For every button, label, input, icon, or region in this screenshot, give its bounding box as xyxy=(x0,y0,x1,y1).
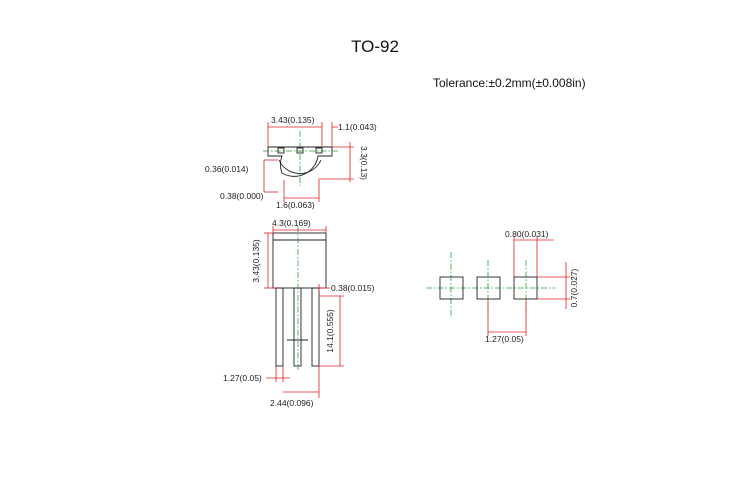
front-span-label: 2.44(0.096) xyxy=(270,398,314,408)
front-lead-3 xyxy=(311,287,320,367)
front-lead-length-label: 14.1(0.555) xyxy=(325,309,335,353)
footprint-pad-1 xyxy=(439,276,464,300)
top-flat-label: 1.1(0.043) xyxy=(338,122,377,132)
front-view: 4.3(0.169) 3.43(0.135) 0.38(0.015) 14.1(… xyxy=(223,218,375,408)
front-lead-2 xyxy=(293,287,302,367)
front-lead-1 xyxy=(275,287,284,367)
front-body xyxy=(272,232,327,289)
footprint-pitch-label: 1.27(0.05) xyxy=(485,334,524,344)
top-pitch-label: 1.6(0.063) xyxy=(276,200,315,210)
front-width-label: 4.3(0.169) xyxy=(272,218,311,228)
front-pitch-label: 1.27(0.05) xyxy=(223,373,262,383)
top-pin-3 xyxy=(315,147,323,154)
footprint-pad-2 xyxy=(476,276,501,300)
top-height-label: 3.3(0.13) xyxy=(359,146,369,180)
front-lead-width-label: 0.38(0.015) xyxy=(331,283,375,293)
tolerance-note: Tolerance:±0.2mm(±0.008in) xyxy=(433,76,586,90)
footprint-pad-height-label: 0.7(0.027) xyxy=(569,268,579,307)
footprint-pad-3 xyxy=(513,276,538,300)
footprint-pad-width-label: 0.80(0.031) xyxy=(505,229,549,239)
top-view: 3.43(0.135) 1.1(0.043) 3.3(0.13) 0.36(0.… xyxy=(205,115,377,210)
top-offset-label: 0.38(0.000) xyxy=(220,191,264,201)
top-width-label: 3.43(0.135) xyxy=(271,115,315,125)
top-pin-label: 0.36(0.014) xyxy=(205,164,249,174)
footprint: 0.80(0.031) 0.7(0.027) 1.27(0.05) xyxy=(426,229,579,344)
front-body-height-label: 3.43(0.135) xyxy=(251,239,261,283)
page-title: TO-92 xyxy=(351,37,399,56)
top-pin-2 xyxy=(296,147,304,154)
top-pin-1 xyxy=(277,147,285,154)
top-body-outline xyxy=(267,146,333,177)
